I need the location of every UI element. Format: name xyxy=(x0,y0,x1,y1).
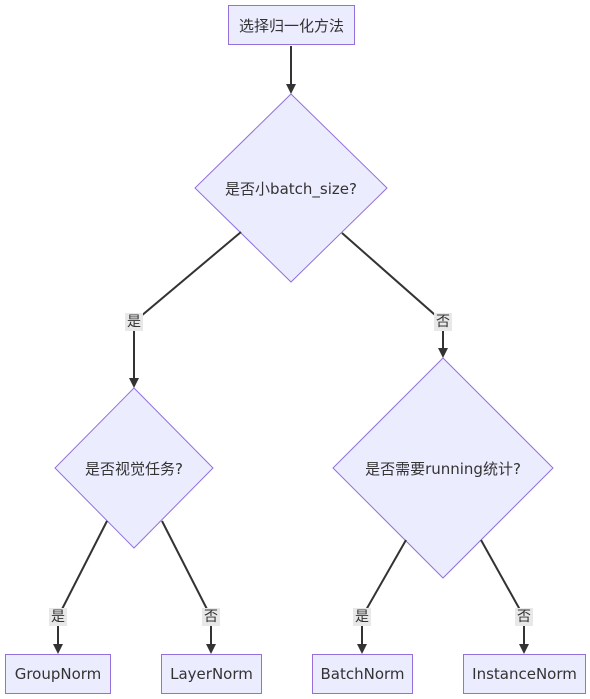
instancenorm-node: InstanceNorm xyxy=(463,654,586,694)
edge-label-running-no: 否 xyxy=(515,608,533,626)
edge-label-vision-no: 否 xyxy=(202,608,220,626)
groupnorm-node: GroupNorm xyxy=(5,654,111,694)
decision-vision-task-label: 是否视觉任务? xyxy=(85,459,183,478)
edge-running-no xyxy=(480,539,529,654)
edge-batch-size-yes xyxy=(129,231,242,388)
decision-batch-size-shape xyxy=(194,93,388,283)
edge-label-running-yes: 是 xyxy=(353,608,371,626)
edge-label-batch-size-no: 否 xyxy=(434,313,452,331)
edge-vision-yes xyxy=(53,520,108,654)
decision-batch-size-label: 是否小batch_size? xyxy=(225,179,357,198)
decision-running-stats-shape xyxy=(332,357,554,579)
decision-running-stats-label: 是否需要running统计? xyxy=(365,459,521,478)
layernorm-node: LayerNorm xyxy=(161,654,262,694)
batchnorm-node: BatchNorm xyxy=(312,654,413,694)
edge-label-vision-yes: 是 xyxy=(49,608,67,626)
start-node: 选择归一化方法 xyxy=(228,5,355,45)
decision-vision-task-shape xyxy=(54,387,214,549)
edge-batch-size-no xyxy=(341,232,448,358)
edge-label-batch-size-yes: 是 xyxy=(125,313,143,331)
edge-running-yes xyxy=(357,539,407,654)
edge-vision-no xyxy=(161,520,216,654)
